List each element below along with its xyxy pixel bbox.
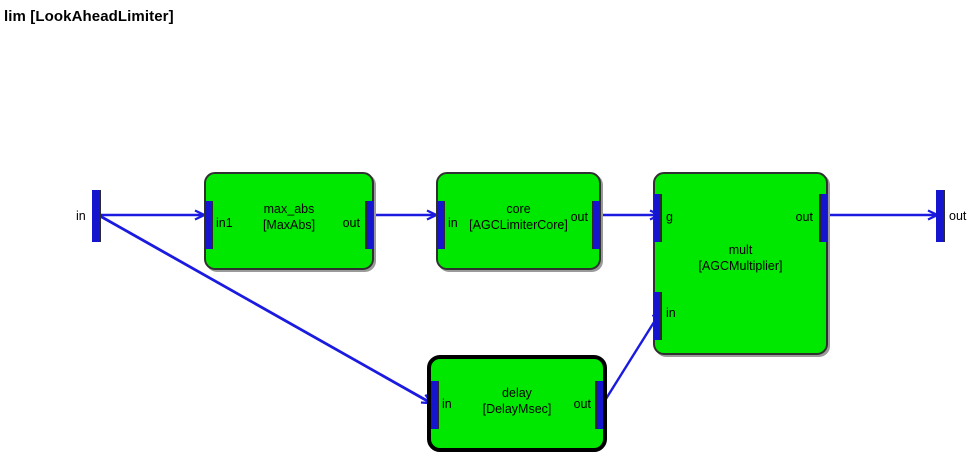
block-mult-port-in-label: in (666, 306, 676, 320)
block-delay-port-in[interactable] (431, 381, 439, 429)
block-mult-name: mult (728, 243, 753, 257)
output-terminal-out[interactable] (936, 190, 945, 242)
block-max_abs[interactable]: max_abs [MaxAbs] in1 out (204, 172, 374, 270)
block-max_abs-port-out[interactable] (365, 201, 373, 249)
block-mult-port-in[interactable] (654, 292, 662, 340)
input-terminal-in[interactable] (92, 190, 101, 242)
block-max_abs-port-in1-label: in1 (216, 216, 233, 230)
wire-delay-to-mult[interactable] (602, 311, 661, 403)
block-max_abs-port-in1[interactable] (205, 201, 213, 249)
wire-in-to-delay[interactable] (99, 214, 431, 403)
block-max_abs-port-out-label: out (342, 216, 360, 230)
block-max_abs-name: max_abs (263, 202, 315, 216)
page-title: lim [LookAheadLimiter] (4, 8, 174, 25)
block-mult-port-g[interactable] (654, 194, 662, 242)
block-mult-port-out-label: out (795, 210, 813, 224)
block-core[interactable]: core [AGCLimiterCore] in out (436, 172, 601, 270)
block-delay-port-in-label: in (442, 397, 452, 411)
block-core-port-in-label: in (448, 216, 458, 230)
block-core-port-out-label: out (570, 210, 588, 224)
block-core-port-out[interactable] (592, 201, 600, 249)
block-delay[interactable]: delay [DelayMsec] in out (427, 355, 607, 452)
block-core-port-in[interactable] (437, 201, 445, 249)
output-terminal-out-label: out (949, 209, 967, 223)
block-mult-port-g-label: g (666, 210, 673, 224)
block-mult-type: [AGCMultiplier] (698, 259, 783, 273)
block-mult-label: mult [AGCMultiplier] (655, 242, 826, 274)
block-delay-port-out[interactable] (595, 381, 603, 429)
block-delay-port-out-label: out (573, 397, 591, 411)
block-mult[interactable]: mult [AGCMultiplier] g in out (653, 172, 828, 355)
input-terminal-in-label: in (76, 209, 86, 223)
block-mult-port-out[interactable] (819, 194, 827, 242)
